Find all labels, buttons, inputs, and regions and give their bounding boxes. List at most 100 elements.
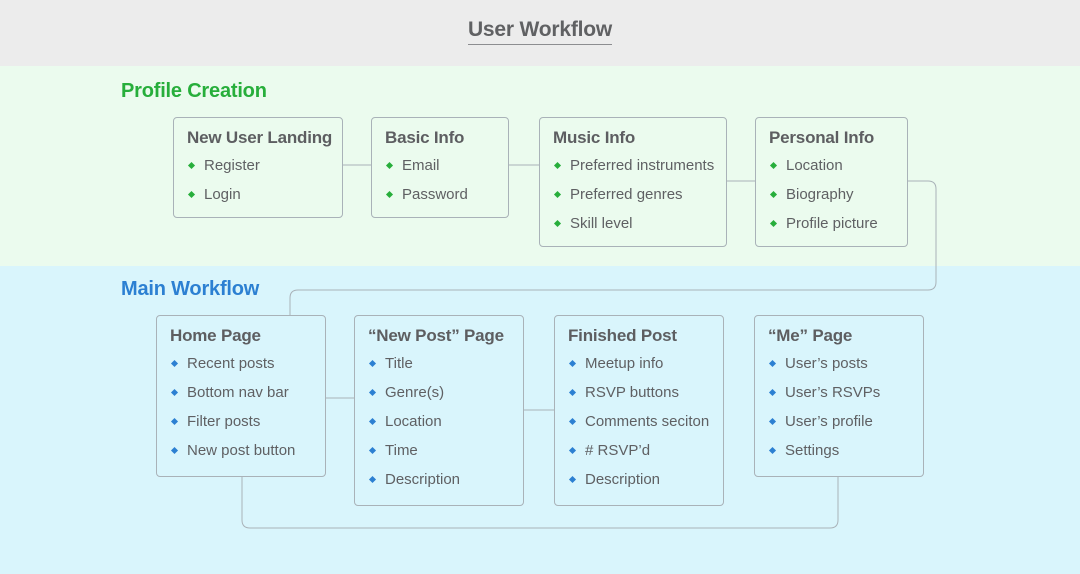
diamond-bullet-icon (187, 190, 196, 199)
list-item: Bottom nav bar (170, 382, 325, 411)
list-item: Genre(s) (368, 382, 523, 411)
list-item: Password (385, 184, 508, 213)
item-label: Comments seciton (585, 413, 710, 430)
box-title: Home Page (170, 326, 261, 345)
diamond-bullet-icon (553, 219, 562, 228)
box-title: “New Post” Page (368, 326, 504, 345)
diamond-bullet-icon (170, 417, 179, 426)
item-label: Bottom nav bar (187, 384, 289, 401)
box-music-info: Music Info Preferred instruments Preferr… (539, 117, 727, 247)
item-label: Profile picture (786, 215, 878, 232)
diamond-bullet-icon (553, 161, 562, 170)
list-item: RSVP buttons (568, 382, 723, 411)
box-home-page: Home Page Recent posts Bottom nav bar Fi… (156, 315, 326, 477)
diamond-bullet-icon (568, 359, 577, 368)
item-label: Description (385, 471, 461, 488)
item-label: Meetup info (585, 355, 664, 372)
box-me-page: “Me” Page User’s posts User’s RSVPs User… (754, 315, 924, 477)
box-finished-post: Finished Post Meetup info RSVP buttons C… (554, 315, 724, 506)
item-label: Password (402, 186, 468, 203)
list-item: Register (187, 155, 342, 184)
diamond-bullet-icon (769, 190, 778, 199)
item-label: Skill level (570, 215, 633, 232)
list-item: Recent posts (170, 353, 325, 382)
item-label: Email (402, 157, 440, 174)
diamond-bullet-icon (385, 190, 394, 199)
connector-personal-home (289, 180, 937, 315)
item-label: Register (204, 157, 260, 174)
diamond-bullet-icon (769, 219, 778, 228)
list-item: Settings (768, 440, 923, 469)
box-title: Finished Post (568, 326, 677, 345)
item-label: Description (585, 471, 661, 488)
diamond-bullet-icon (170, 359, 179, 368)
diamond-bullet-icon (568, 475, 577, 484)
list-item: Filter posts (170, 411, 325, 440)
diamond-bullet-icon (568, 446, 577, 455)
list-item: Meetup info (568, 353, 723, 382)
diamond-bullet-icon (170, 388, 179, 397)
list-item: Biography (769, 184, 907, 213)
section-title-profile-creation: Profile Creation (121, 80, 267, 102)
list-item: Skill level (553, 213, 726, 242)
list-item: Preferred genres (553, 184, 726, 213)
item-label: Genre(s) (385, 384, 445, 401)
item-label: Settings (785, 442, 840, 459)
diamond-bullet-icon (368, 475, 377, 484)
diamond-bullet-icon (368, 388, 377, 397)
section-title-main-workflow: Main Workflow (121, 278, 260, 300)
diamond-bullet-icon (368, 446, 377, 455)
diamond-bullet-icon (368, 417, 377, 426)
diamond-bullet-icon (568, 417, 577, 426)
box-new-post-page: “New Post” Page Title Genre(s) Location … (354, 315, 524, 506)
box-new-user-landing: New User Landing Register Login (173, 117, 343, 218)
item-label: Time (385, 442, 418, 459)
box-personal-info: Personal Info Location Biography Profile… (755, 117, 908, 247)
diamond-bullet-icon (553, 190, 562, 199)
item-label: Location (385, 413, 442, 430)
item-label: Location (786, 157, 843, 174)
item-label: # RSVP’d (585, 442, 651, 459)
box-basic-info: Basic Info Email Password (371, 117, 509, 218)
diamond-bullet-icon (385, 161, 394, 170)
item-label: RSVP buttons (585, 384, 679, 401)
box-title: New User Landing (187, 128, 333, 147)
diamond-bullet-icon (368, 359, 377, 368)
list-item: Title (368, 353, 523, 382)
list-item: User’s RSVPs (768, 382, 923, 411)
list-item: Time (368, 440, 523, 469)
item-label: Preferred instruments (570, 157, 715, 174)
item-label: Biography (786, 186, 854, 203)
list-item: Location (368, 411, 523, 440)
list-item: User’s posts (768, 353, 923, 382)
item-label: User’s RSVPs (785, 384, 881, 401)
list-item: Comments seciton (568, 411, 723, 440)
list-item: New post button (170, 440, 325, 469)
diamond-bullet-icon (768, 446, 777, 455)
item-label: Login (204, 186, 241, 203)
diamond-bullet-icon (170, 446, 179, 455)
item-label: New post button (187, 442, 296, 459)
item-label: Recent posts (187, 355, 275, 372)
box-title: Basic Info (385, 128, 465, 147)
item-label: Title (385, 355, 413, 372)
list-item: Description (568, 469, 723, 498)
list-item: User’s profile (768, 411, 923, 440)
page-title: User Workflow (0, 18, 1080, 45)
connector-home-me (241, 477, 839, 529)
diamond-bullet-icon (768, 417, 777, 426)
diamond-bullet-icon (769, 161, 778, 170)
title-band (0, 0, 1080, 66)
list-item: Login (187, 184, 342, 213)
list-item: # RSVP’d (568, 440, 723, 469)
page-title-text: User Workflow (467, 18, 612, 45)
item-label: User’s profile (785, 413, 873, 430)
diamond-bullet-icon (568, 388, 577, 397)
diamond-bullet-icon (768, 388, 777, 397)
list-item: Profile picture (769, 213, 907, 242)
diamond-bullet-icon (768, 359, 777, 368)
item-label: Preferred genres (570, 186, 683, 203)
box-title: Personal Info (769, 128, 875, 147)
list-item: Email (385, 155, 508, 184)
